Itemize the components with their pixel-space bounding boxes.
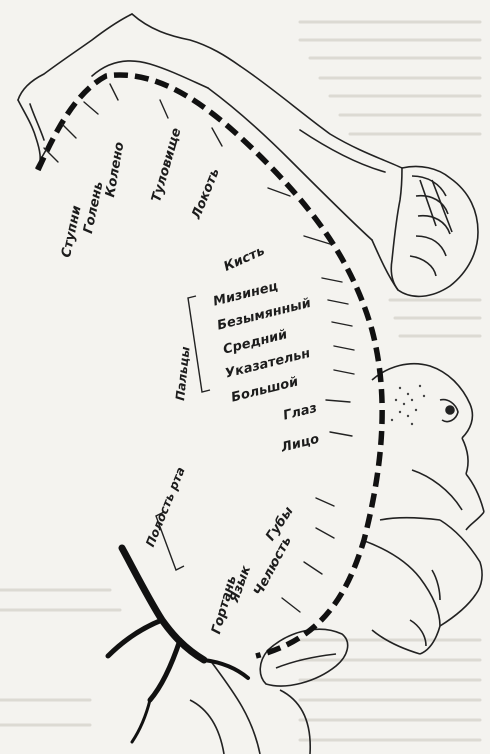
brain-contour — [190, 660, 310, 754]
motor-cortex-arc — [38, 75, 382, 656]
hand-outline — [391, 166, 478, 296]
larynx-outline — [260, 629, 347, 686]
face-outline — [372, 364, 484, 512]
mouth-outline — [362, 512, 484, 654]
background-text-lines — [0, 22, 480, 740]
